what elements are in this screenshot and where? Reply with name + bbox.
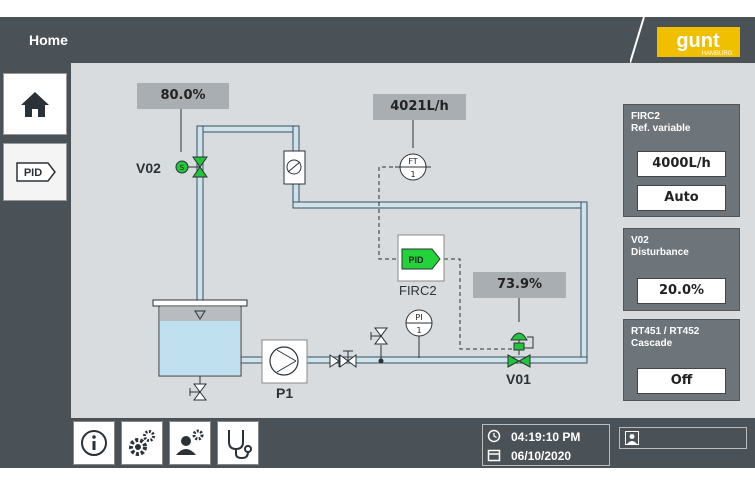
ft-label: FT <box>408 157 417 166</box>
firc2-ref-value[interactable]: 4000L/h <box>637 151 726 177</box>
v01-valve[interactable] <box>507 332 534 368</box>
firc2-mode-button[interactable]: Auto <box>637 185 726 211</box>
info-button[interactable] <box>73 421 115 465</box>
firc2-controller[interactable]: PID <box>397 234 445 282</box>
v02-label: V02 <box>136 160 161 176</box>
sidebar-item-pid[interactable]: PID <box>3 143 67 201</box>
v02-disturbance-value[interactable]: 20.0% <box>637 278 726 304</box>
v02-panel: V02 Disturbance 20.0% <box>623 228 740 311</box>
firc2-panel: FIRC2 Ref. variable 4000L/h Auto <box>623 104 740 217</box>
signal-lines <box>378 166 512 350</box>
datetime-display: 04:19:10 PM 06/10/2020 <box>482 424 610 466</box>
settings-button[interactable] <box>121 421 163 465</box>
firc2-label: FIRC2 <box>399 283 437 298</box>
cascade-toggle-button[interactable]: Off <box>637 368 726 394</box>
pump-p1[interactable] <box>261 339 308 384</box>
home-icon <box>21 92 49 117</box>
drain-valve[interactable] <box>189 376 207 401</box>
sample-valve[interactable] <box>370 327 388 364</box>
v01-label: V01 <box>506 371 531 387</box>
pipes <box>196 125 588 364</box>
time-text: 04:19:10 PM <box>511 430 581 444</box>
v02-panel-title-line2: Disturbance <box>631 247 689 258</box>
tank <box>152 299 248 377</box>
cascade-panel-title-line1: RT451 / RT452 <box>631 326 700 337</box>
pid-icon <box>16 162 56 182</box>
flow-meter-element <box>283 150 306 185</box>
sidebar-item-label: PID <box>24 167 42 179</box>
cascade-panel-title-line2: Cascade <box>631 338 673 349</box>
calendar-icon <box>487 449 501 462</box>
user-icon <box>625 431 639 445</box>
firc2-panel-title-line2: Ref. variable <box>631 123 691 134</box>
logo: gunt HAMBURG <box>629 16 755 64</box>
user-gear-icon <box>176 429 204 455</box>
manual-valve[interactable] <box>339 350 357 368</box>
stethoscope-icon <box>228 430 252 460</box>
p1-label: P1 <box>276 385 294 401</box>
top-bar <box>0 17 755 63</box>
page-title: Home <box>29 32 68 48</box>
v02-valve[interactable]: S <box>175 156 208 178</box>
pid-block-label: PID <box>408 255 424 265</box>
user-settings-button[interactable] <box>169 421 211 465</box>
pi-gauge: PI 1 <box>405 309 433 358</box>
info-icon <box>81 430 107 456</box>
ft-number: 1 <box>410 170 415 179</box>
clock-icon <box>487 429 501 443</box>
pi-number: 1 <box>416 326 421 335</box>
diagnostics-button[interactable] <box>217 421 259 465</box>
cascade-panel-title: RT451 / RT452 Cascade <box>624 320 739 350</box>
ft-instrument: FT 1 <box>395 153 431 181</box>
pi-label: PI <box>415 313 422 322</box>
v02-panel-title: V02 Disturbance <box>624 229 739 259</box>
sidebar-item-home[interactable] <box>3 73 67 135</box>
gears-icon <box>129 430 155 456</box>
check-valve <box>329 354 340 368</box>
v02-setpoint-display: 80.0% <box>137 83 229 109</box>
firc2-panel-title: FIRC2 Ref. variable <box>624 105 739 135</box>
logo-text: gunt <box>676 30 720 52</box>
firc2-panel-title-line1: FIRC2 <box>631 111 660 122</box>
date-text: 06/10/2020 <box>511 449 572 463</box>
logo-subtext: HAMBURG <box>702 51 733 57</box>
svg-text:S: S <box>180 164 185 172</box>
pipe-network <box>198 127 586 363</box>
cascade-panel: RT451 / RT452 Cascade Off <box>623 319 740 401</box>
v02-panel-title-line1: V02 <box>631 235 649 246</box>
flow-reading-display: 4021L/h <box>373 94 466 120</box>
user-box[interactable] <box>619 427 747 449</box>
v01-position-display: 73.9% <box>473 272 566 298</box>
